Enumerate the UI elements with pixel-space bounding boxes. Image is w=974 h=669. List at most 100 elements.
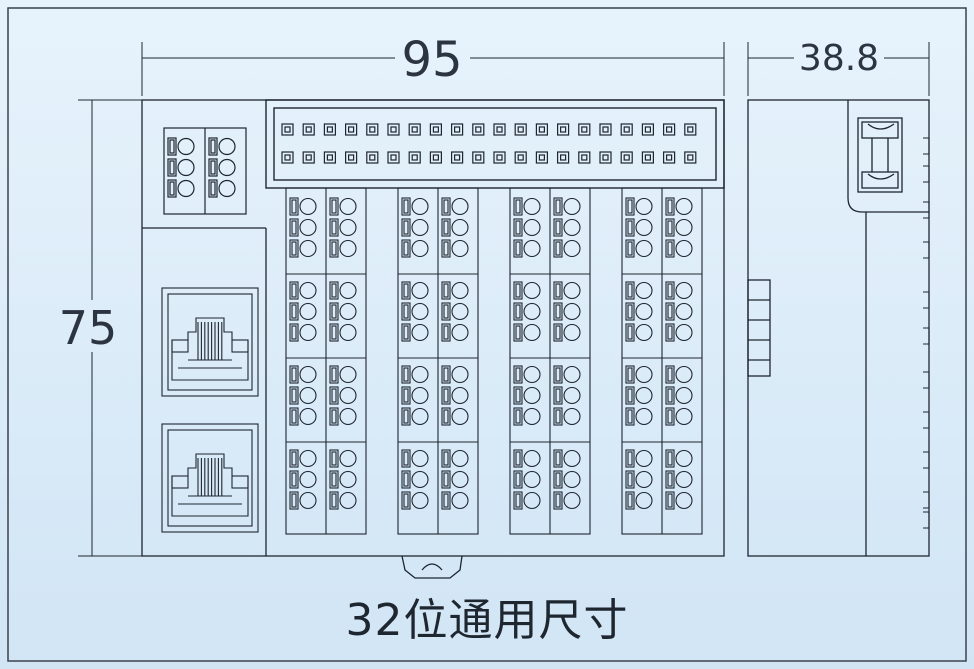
terminal-screw: [339, 449, 357, 468]
terminal-clamp: [208, 179, 218, 198]
terminal-screw: [563, 239, 581, 258]
terminal-clamp: [513, 197, 523, 216]
terminal-screw: [675, 302, 693, 321]
terminal-clamp: [513, 470, 523, 489]
terminal-clamp: [441, 239, 451, 258]
connector-pin: [620, 151, 633, 164]
connector-pin: [620, 123, 633, 136]
terminal-screw: [523, 281, 541, 300]
terminal-screw: [451, 239, 469, 258]
connector-pin: [578, 151, 591, 164]
terminal-clamp: [401, 218, 411, 237]
terminal-screw: [523, 407, 541, 426]
terminal-clamp: [665, 218, 675, 237]
terminal-screw: [177, 179, 195, 198]
terminal-clamp: [441, 218, 451, 237]
connector-pin: [451, 151, 464, 164]
terminal-clamp: [625, 323, 635, 342]
terminal-clamp: [329, 197, 339, 216]
outer-frame: [7, 7, 967, 662]
terminal-screw: [411, 365, 429, 384]
connector-pin: [281, 151, 294, 164]
terminal-screw: [451, 365, 469, 384]
terminal-clamp: [553, 197, 563, 216]
terminal-screw: [411, 197, 429, 216]
terminal-screw: [563, 491, 581, 510]
terminal-screw: [635, 365, 653, 384]
terminal-clamp: [441, 197, 451, 216]
terminal-screw: [523, 491, 541, 510]
terminal-clamp: [513, 218, 523, 237]
terminal-clamp: [513, 386, 523, 405]
depth-dimension: [747, 42, 930, 96]
terminal-clamp: [329, 281, 339, 300]
terminal-clamp: [513, 365, 523, 384]
terminal-screw: [675, 197, 693, 216]
terminal-screw: [299, 365, 317, 384]
terminal-clamp: [513, 239, 523, 258]
connector-pin: [514, 151, 527, 164]
terminal-clamp: [401, 197, 411, 216]
terminal-clamp: [665, 197, 675, 216]
terminal-screw: [451, 449, 469, 468]
terminal-screw: [218, 137, 236, 156]
terminal-screw: [675, 218, 693, 237]
terminal-clamp: [401, 281, 411, 300]
terminal-clamp: [401, 302, 411, 321]
terminal-clamp: [289, 197, 299, 216]
terminal-clamp: [441, 407, 451, 426]
connector-pin: [662, 151, 676, 164]
terminal-clamp: [441, 491, 451, 510]
terminal-clamp: [208, 158, 218, 177]
terminal-screw: [635, 449, 653, 468]
terminal-clamp: [553, 449, 563, 468]
rj45-port-2: [161, 423, 259, 533]
terminal-screw: [299, 470, 317, 489]
terminal-screw: [299, 218, 317, 237]
connector-pin: [493, 123, 506, 136]
terminal-clamp: [665, 386, 675, 405]
terminal-screw: [177, 137, 195, 156]
terminal-clamp: [329, 470, 339, 489]
terminal-clamp: [625, 491, 635, 510]
terminal-clamp: [329, 407, 339, 426]
terminal-clamp: [329, 449, 339, 468]
terminal-clamp: [289, 239, 299, 258]
terminal-clamp: [401, 470, 411, 489]
connector-pin: [514, 123, 527, 136]
terminal-clamp: [553, 302, 563, 321]
terminal-screw: [563, 386, 581, 405]
terminal-screw: [635, 323, 653, 342]
terminal-screw: [299, 239, 317, 258]
connector-pin: [366, 123, 379, 136]
terminal-screw: [411, 239, 429, 258]
terminal-clamp: [513, 407, 523, 426]
terminal-screw: [339, 281, 357, 300]
terminal-clamp: [513, 449, 523, 468]
terminal-clamp: [401, 365, 411, 384]
connector-pin: [281, 123, 294, 136]
terminal-clamp: [625, 218, 635, 237]
terminal-clamp: [401, 449, 411, 468]
terminal-clamp: [441, 449, 451, 468]
width-dimension: [141, 42, 725, 96]
connector-pin: [451, 123, 464, 136]
terminal-screw: [523, 197, 541, 216]
connector-pin: [535, 123, 549, 136]
terminal-screw: [218, 179, 236, 198]
terminal-screw: [563, 302, 581, 321]
terminal-screw: [563, 197, 581, 216]
terminal-clamp: [665, 302, 675, 321]
power-terminal-block: [163, 127, 247, 215]
terminal-clamp: [289, 302, 299, 321]
terminal-screw: [339, 239, 357, 258]
terminal-clamp: [665, 491, 675, 510]
width-label: 95: [401, 32, 462, 88]
connector-pin: [599, 123, 612, 136]
terminal-clamp: [289, 281, 299, 300]
terminal-screw: [451, 302, 469, 321]
terminal-screw: [339, 323, 357, 342]
terminal-screw: [451, 386, 469, 405]
terminal-clamp: [289, 365, 299, 384]
